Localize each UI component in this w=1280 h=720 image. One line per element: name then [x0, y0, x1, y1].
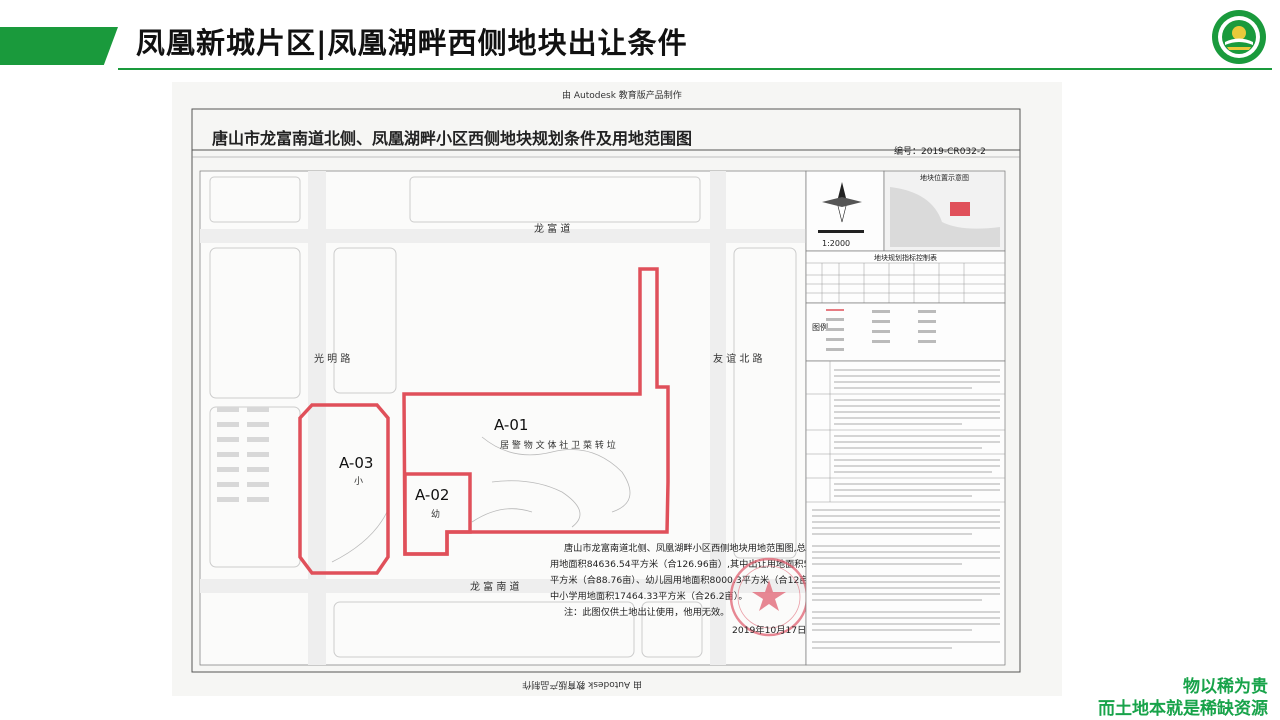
road-label-south: 龙 富 南 道 [470, 580, 520, 593]
emblem-logo-icon [1212, 10, 1266, 64]
planning-map-document: 由 Autodesk 教育版产品制作 由 Autodesk 教育版产品制作 唐山… [172, 82, 1062, 696]
slide-title: 凤凰新城片区|凤凰湖畔西侧地块出让条件 [136, 26, 688, 60]
legend-label: 图例 [812, 322, 828, 332]
description-line: 唐山市龙富南道北侧、凤凰湖畔小区西侧地块用地范围图,总 [564, 542, 806, 554]
tagline-line-1: 物以稀为贵 [1183, 677, 1268, 697]
map-legend: 图例 [805, 302, 1006, 362]
control-table-title: 地块规划指标控制表 [874, 253, 937, 262]
parcel-a03-facility: 小 [354, 476, 363, 487]
map-title: 唐山市龙富南道北侧、凤凰湖畔小区西侧地块规划条件及用地范围图 [212, 129, 692, 148]
parcel-a01-label: A-01 [494, 416, 528, 434]
title-divider [118, 68, 1272, 70]
parcel-a03-label: A-03 [339, 454, 373, 472]
north-arrow-icon [822, 182, 862, 223]
parcel-a01-facilities: 居 警 物 文 体 社 卫 菜 转 垃 [500, 439, 616, 451]
location-inset: 地块位置示意图 [883, 170, 1006, 252]
compass-scale-panel: 1:2000 [805, 170, 885, 252]
control-table: 地块规划指标控制表 [805, 250, 1006, 304]
parcel-a02-label: A-02 [415, 486, 449, 504]
road-label-north: 龙 富 道 [534, 222, 570, 235]
watermark-bottom: 由 Autodesk 教育版产品制作 [522, 679, 642, 691]
parcel-a03-boundary [298, 403, 390, 575]
title-accent-bar [0, 27, 118, 65]
parcel-a02-facility: 幼 [431, 508, 440, 520]
location-inset-title: 地块位置示意图 [920, 173, 969, 182]
road-label-east: 友 谊 北 路 [713, 352, 763, 365]
description-line: 用地面积84636.54平方米（合126.96亩）,其中出让用地面积59171.… [550, 558, 847, 570]
map-scale: 1:2000 [822, 239, 850, 248]
planning-conditions-text [805, 360, 1006, 666]
tagline-line-2: 而土地本就是稀缺资源 [1098, 699, 1268, 719]
description-line: 中小学用地面积17464.33平方米（合26.2亩）。 [550, 590, 748, 602]
parcel-a02-boundary [403, 472, 472, 556]
description-line: 注：此图仅供土地出让使用，他用无效。 [564, 606, 729, 618]
issue-date: 2019年10月17日 [732, 624, 806, 636]
site-map: A-01 居 警 物 文 体 社 卫 菜 转 垃 A-02 幼 A-03 小 龙… [199, 170, 847, 666]
road-label-west: 光 明 路 [314, 352, 350, 365]
land-area-description: 唐山市龙富南道北侧、凤凰湖畔小区西侧地块用地范围图,总 用地面积84636.54… [550, 542, 847, 618]
description-line: 平方米（合88.76亩）、幼儿园用地面积8000.3平方米（合12亩）、 [550, 574, 822, 586]
watermark-top: 由 Autodesk 教育版产品制作 [562, 89, 682, 101]
doc-number: 编号：2019-CR032-2 [894, 145, 986, 157]
